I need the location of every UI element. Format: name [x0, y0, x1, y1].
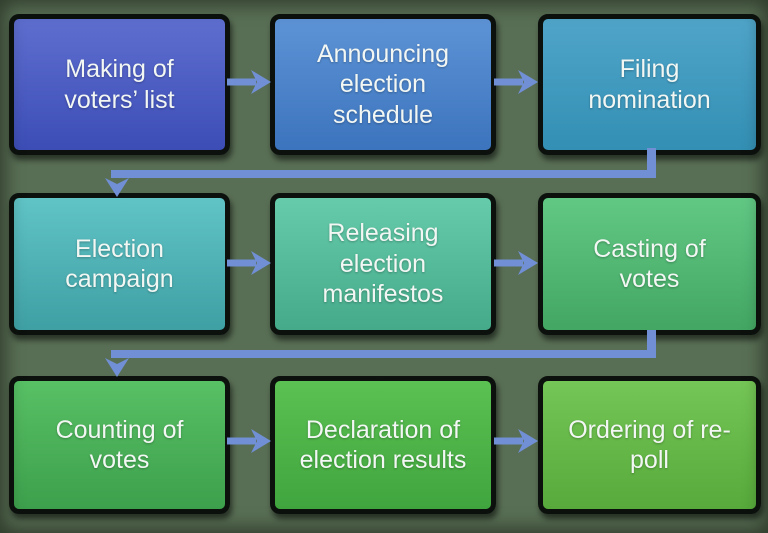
arrow-down-icon	[105, 178, 129, 197]
flow-box-announcing-election-schedule: Announcing election schedule	[270, 14, 496, 155]
arrow-down-icon	[105, 358, 129, 377]
flow-box-making-voters-list: Making of voters’ list	[9, 14, 230, 155]
flow-box-election-campaign: Election campaign	[9, 193, 230, 335]
flow-box-label: Releasing election manifestos	[322, 219, 444, 309]
wrap-connector-row1-row2	[105, 148, 656, 197]
flow-box-releasing-election-manifestos: Releasing election manifestos	[270, 193, 496, 335]
arrow-right-icon	[494, 429, 538, 453]
wrap-connector-row2-row3	[105, 330, 656, 377]
flow-box-counting-of-votes: Counting of votes	[9, 376, 230, 514]
arrow-right-icon	[494, 251, 538, 275]
flow-box-label: Declaration of election results	[299, 415, 467, 475]
flow-box-label: Election campaign	[65, 234, 174, 294]
flow-box-label: Casting of votes	[593, 234, 706, 294]
arrow-right-icon	[227, 251, 271, 275]
flow-box-label: Filing nomination	[588, 55, 711, 114]
arrow-right-icon	[494, 70, 538, 94]
flow-box-label: Ordering of re- poll	[568, 415, 731, 475]
connector-horizontal-segment	[111, 170, 656, 178]
flow-box-ordering-of-re-poll: Ordering of re- poll	[538, 376, 761, 514]
connector-vertical-segment	[647, 330, 656, 358]
arrow-right-icon	[227, 429, 271, 453]
flow-box-label: Announcing election schedule	[316, 39, 450, 129]
connector-horizontal-segment	[111, 350, 656, 358]
flow-box-declaration-of-election-results: Declaration of election results	[270, 376, 496, 514]
flow-box-label: Counting of votes	[55, 415, 184, 475]
connector-vertical-segment	[647, 148, 656, 178]
flow-box-casting-of-votes: Casting of votes	[538, 193, 761, 335]
arrow-right-icon	[227, 70, 271, 94]
flow-box-label: Making of voters’ list	[64, 55, 175, 114]
flow-box-filing-nomination: Filing nomination	[538, 14, 761, 155]
